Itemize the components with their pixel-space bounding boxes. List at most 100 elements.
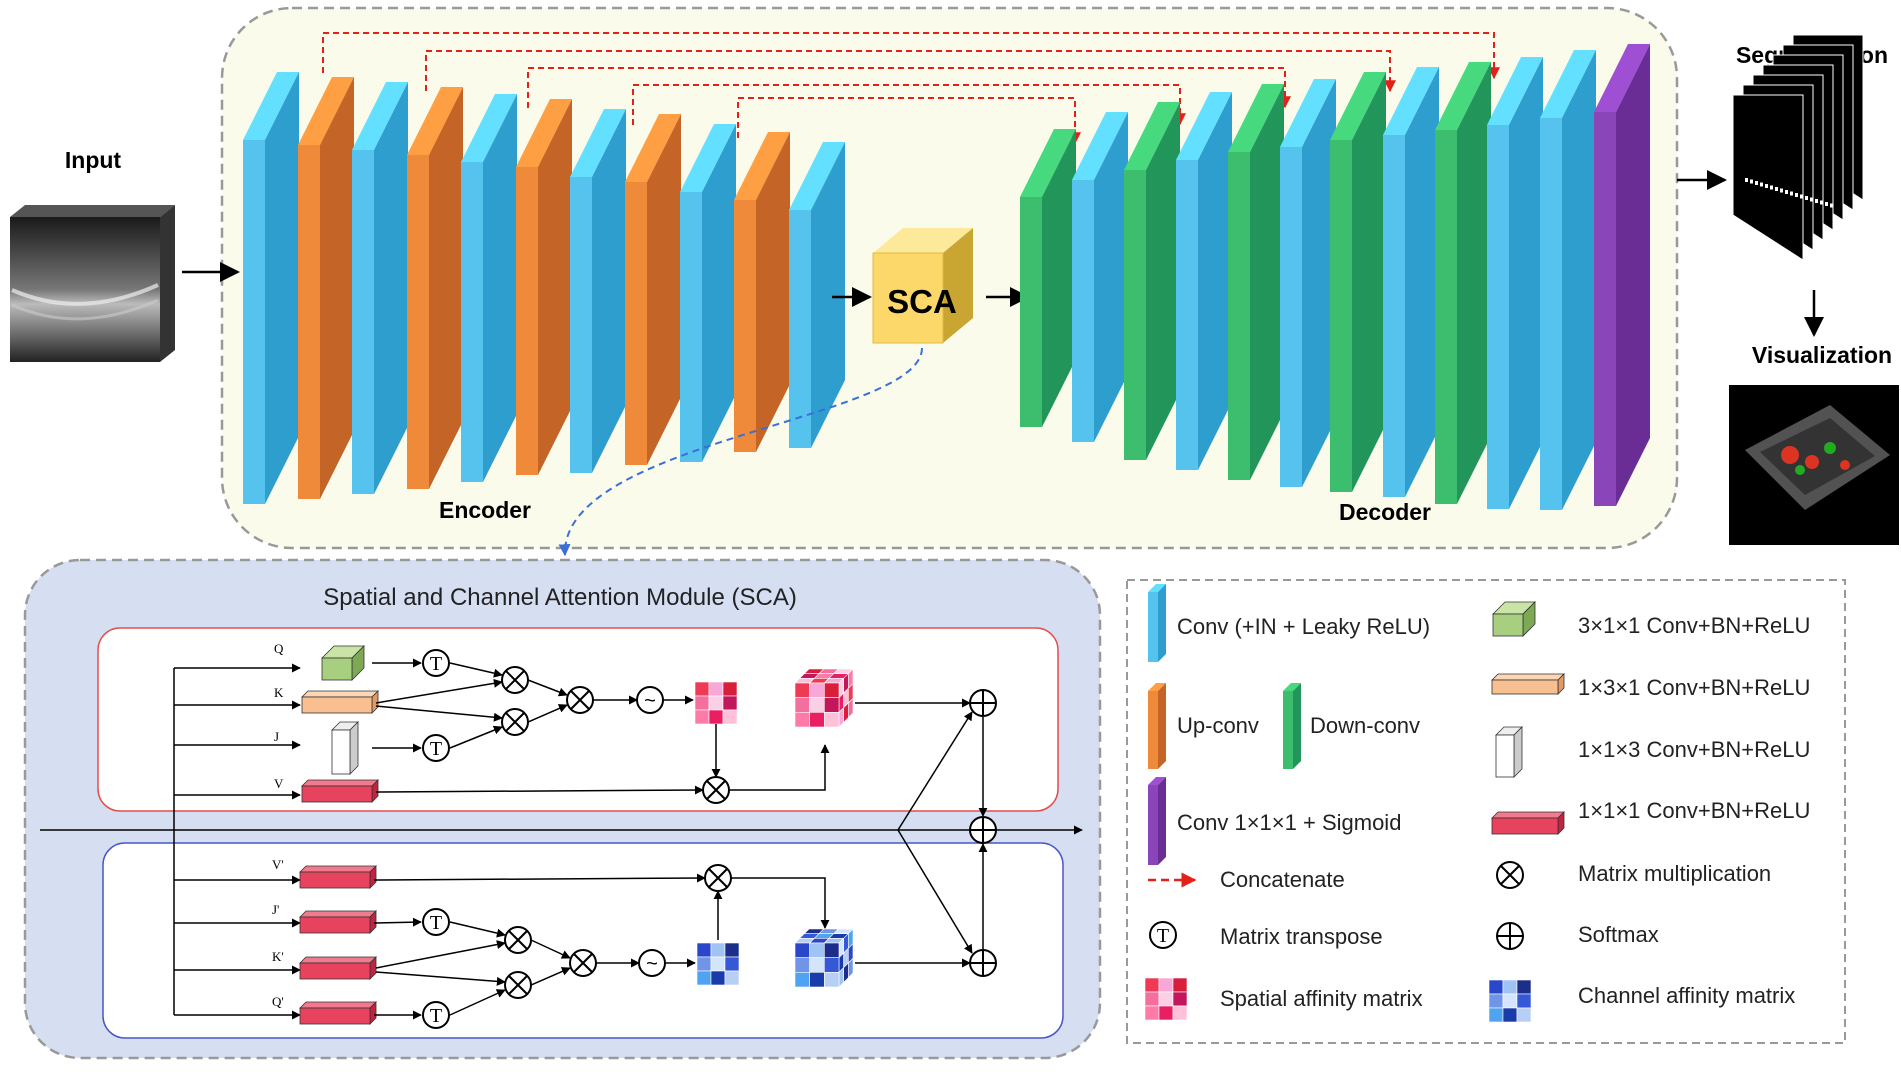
transpose-op-q: T	[422, 649, 450, 677]
add-op-spatial	[969, 689, 997, 717]
input-label-j-prime: J'	[272, 902, 279, 917]
legend-channel-matrix-icon	[1488, 979, 1532, 1023]
v-prime-to-mul	[373, 873, 706, 883]
spatial-attention-cube	[794, 668, 854, 728]
conv111-block-j-prime	[299, 910, 377, 934]
spatial-affinity-matrix	[694, 681, 738, 725]
encoder-block-8	[625, 114, 681, 465]
segmentation-speck	[1770, 185, 1773, 190]
legend-label-softmax: Softmax	[1578, 922, 1659, 947]
decoder-blocks	[1020, 44, 1650, 510]
j-prime-to-transpose	[373, 917, 422, 927]
matmul-op-4	[504, 926, 532, 954]
decoder-block-2	[1072, 112, 1128, 442]
transpose-symbol: T	[430, 653, 442, 675]
legend-conv111-icon	[1491, 811, 1565, 835]
jT-to-mul2	[449, 725, 503, 749]
decoder-block-7	[1330, 72, 1386, 492]
encoder-label: Encoder	[439, 497, 531, 523]
add-op-fusion	[969, 816, 997, 844]
mul5-to-mul6	[530, 967, 571, 986]
legend-label-sigmoid: Conv 1×1×1 + Sigmoid	[1177, 810, 1401, 835]
qT-to-mul1	[449, 662, 503, 678]
legend-spatial-matrix-icon	[1144, 977, 1188, 1021]
spatial-attention-box	[97, 627, 1059, 812]
conv111-block-q-prime	[299, 1001, 377, 1025]
transpose-symbol: T	[430, 912, 442, 934]
legend-conv-block-icon	[1148, 584, 1166, 662]
legend-conv131-icon	[1491, 673, 1565, 695]
legend-label-conv: Conv (+IN + Leaky ReLU)	[1177, 614, 1430, 639]
segmentation-speck	[1810, 197, 1813, 202]
input-label-k: K	[274, 685, 284, 700]
transpose-symbol: T	[430, 1005, 442, 1027]
legend-label-conv311: 3×1×1 Conv+BN+ReLU	[1578, 613, 1810, 638]
k-prime-to-mul4	[375, 940, 506, 969]
input-volume-image	[10, 205, 175, 362]
legend-conv311-icon	[1492, 601, 1536, 637]
segmentation-speck	[1830, 203, 1833, 208]
segmentation-speck	[1815, 199, 1818, 203]
conv111-block-v-prime	[299, 865, 377, 889]
decoder-block-12	[1594, 44, 1650, 506]
encoder-block-3	[352, 82, 408, 494]
visualization-image	[1729, 385, 1899, 545]
legend-label-conv113: 1×1×3 Conv+BN+ReLU	[1578, 737, 1810, 762]
mul1-to-mul3	[527, 679, 568, 697]
segmentation-slice	[1732, 94, 1804, 261]
segmentation-speck	[1755, 181, 1758, 185]
input-label-v-prime: V'	[272, 857, 284, 872]
matmul-op-6	[569, 949, 597, 977]
k-prime-to-mul5	[375, 971, 506, 986]
decoder-block-10	[1487, 57, 1543, 509]
sca-panel-title: Spatial and Channel Attention Module (SC…	[323, 584, 797, 611]
main-to-channel-add	[897, 829, 973, 954]
segmentation-speck	[1775, 187, 1778, 191]
decoder-block-3	[1124, 102, 1180, 460]
legend-panel	[1126, 579, 1846, 1044]
legend-label-concat: Concatenate	[1220, 867, 1345, 892]
legend-label-conv131: 1×3×1 Conv+BN+ReLU	[1578, 675, 1810, 700]
matmul-op-1	[501, 666, 529, 694]
legend-conv113-icon	[1495, 726, 1523, 778]
input-label-k-prime: K'	[272, 949, 284, 964]
conv311-block-q	[321, 645, 365, 681]
transpose-op-j: T	[422, 734, 450, 762]
segmentation-speck	[1825, 202, 1828, 206]
sca-label: SCA	[887, 283, 957, 320]
matmul-op-v	[702, 776, 730, 804]
qT-to-mul5	[449, 989, 506, 1016]
channel-attention-box	[102, 842, 1064, 1039]
input-label-j: J	[274, 729, 279, 744]
mul-v-to-cube	[729, 744, 830, 791]
segmentation-output-stack	[1732, 34, 1864, 261]
legend-label-spatial-matrix: Spatial affinity matrix	[1220, 986, 1423, 1011]
mul4-to-mul6	[530, 939, 571, 959]
legend-label-conv111: 1×1×1 Conv+BN+ReLU	[1578, 798, 1810, 823]
conv131-block-k	[301, 690, 379, 714]
mul2-to-mul3	[527, 704, 568, 723]
sca-cube	[872, 228, 973, 344]
softmax-symbol: ~	[646, 953, 658, 975]
skip-connections	[322, 32, 1500, 145]
concat-arrow-3	[527, 67, 1291, 109]
transpose-op-j-prime: T	[422, 908, 450, 936]
input-label-v: V	[274, 776, 284, 791]
transpose-op-q-prime: T	[422, 1001, 450, 1029]
softmax-symbol: ~	[644, 690, 656, 712]
transpose-symbol: T	[430, 738, 442, 760]
segmentation-speck	[1760, 182, 1763, 187]
segmentation-speck	[1820, 200, 1823, 205]
matmul-op-v-prime	[704, 864, 732, 892]
decoder-block-8	[1383, 67, 1439, 497]
k-to-mul1	[375, 678, 503, 704]
encoder-block-5	[461, 94, 517, 482]
segmentation-speck	[1765, 184, 1768, 188]
decoder-block-11	[1540, 50, 1596, 510]
input-label: Input	[65, 147, 122, 173]
concat-arrow-4	[632, 84, 1186, 126]
input-label-q: Q	[274, 641, 284, 656]
